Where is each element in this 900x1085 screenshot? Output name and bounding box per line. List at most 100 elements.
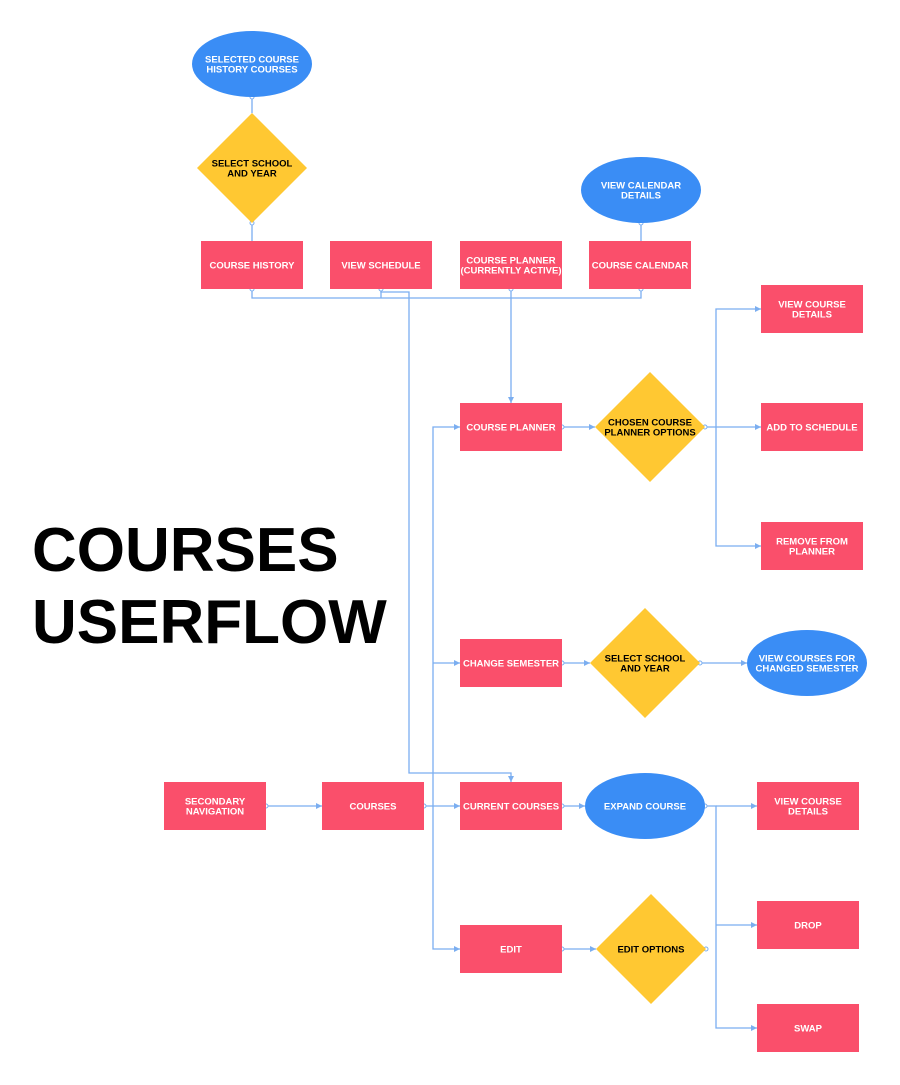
node-label: COURSE CALENDAR — [592, 261, 689, 272]
connector-arrow — [751, 803, 757, 809]
connector-arrow — [454, 803, 460, 809]
node-label: COURSES — [350, 802, 397, 813]
node-label: NAVIGATION — [186, 807, 244, 818]
node-label: EDIT — [500, 945, 522, 956]
node-shape — [460, 639, 562, 687]
node-shape — [197, 113, 307, 223]
node-change-semester: CHANGE SEMESTER — [460, 639, 562, 687]
connector-arrow — [751, 922, 757, 928]
conn-options-to-details — [715, 308, 761, 427]
node-label: ADD TO SCHEDULE — [766, 423, 857, 434]
connector-arrow — [755, 543, 761, 549]
node-expand-course: EXPAND COURSE — [585, 773, 705, 839]
node-swap: SWAP — [757, 1004, 859, 1052]
node-shape — [761, 285, 863, 333]
node-label: SELECT SCHOOL — [605, 654, 686, 665]
node-shape — [757, 901, 859, 949]
node-label: AND YEAR — [620, 664, 670, 675]
node-label: PLANNER OPTIONS — [604, 428, 695, 439]
node-label: SELECT SCHOOL — [212, 159, 293, 170]
node-label: COURSE PLANNER — [466, 256, 555, 267]
connector-arrow — [316, 803, 322, 809]
node-shape — [590, 608, 700, 718]
node-label: VIEW COURSE — [778, 300, 846, 311]
node-shape — [192, 31, 312, 97]
node-label: CURRENT COURSES — [463, 802, 559, 813]
node-current-courses: CURRENT COURSES — [460, 782, 562, 830]
node-edit-options: EDIT OPTIONS — [596, 894, 706, 1004]
connector-arrow — [454, 424, 460, 430]
node-label: CHANGED SEMESTER — [756, 664, 859, 675]
node-label: COURSE PLANNER — [466, 423, 555, 434]
node-shape — [460, 241, 562, 289]
node-shape — [581, 157, 701, 223]
node-label: SWAP — [794, 1024, 823, 1035]
node-shape — [201, 241, 303, 289]
conn-trunk-to-edit — [432, 806, 460, 950]
node-shape — [164, 782, 266, 830]
connector-arrow — [584, 660, 590, 666]
connector-arrow — [508, 776, 514, 782]
node-label: VIEW CALENDAR — [601, 181, 681, 192]
title-line-2: USERFLOW — [32, 588, 387, 657]
node-shape — [460, 925, 562, 973]
node-label: DETAILS — [621, 191, 661, 202]
node-label: SECONDARY — [185, 797, 246, 808]
node-label: SELECTED COURSE — [205, 55, 299, 66]
diagram-title: COURSES USERFLOW — [32, 515, 387, 659]
node-label: (CURRENTLY ACTIVE) — [461, 266, 562, 277]
node-shape — [757, 1004, 859, 1052]
node-drop: DROP — [757, 901, 859, 949]
connector-arrow — [755, 306, 761, 312]
node-shape — [589, 241, 691, 289]
node-label: EDIT OPTIONS — [617, 945, 684, 956]
node-course-planner: COURSE PLANNER — [460, 403, 562, 451]
node-shape — [761, 403, 863, 451]
connector-arrow — [579, 803, 585, 809]
node-shape — [757, 782, 859, 830]
node-label: DROP — [794, 921, 822, 932]
node-shape — [460, 782, 562, 830]
title-line-1: COURSES — [32, 516, 339, 585]
node-planner-active: COURSE PLANNER(CURRENTLY ACTIVE) — [460, 241, 562, 289]
node-label: VIEW COURSE — [774, 797, 842, 808]
node-shape — [330, 241, 432, 289]
connector-arrow — [590, 946, 596, 952]
node-label: DETAILS — [792, 310, 832, 321]
node-label: PLANNER — [789, 547, 835, 558]
node-shape — [761, 522, 863, 570]
connector-arrow — [741, 660, 747, 666]
node-view-schedule: VIEW SCHEDULE — [330, 241, 432, 289]
node-label: CHANGE SEMESTER — [463, 659, 559, 670]
node-label: REMOVE FROM — [776, 537, 848, 548]
node-shape — [585, 773, 705, 839]
connector-arrow — [454, 660, 460, 666]
node-label: VIEW SCHEDULE — [341, 261, 420, 272]
node-label: HISTORY COURSES — [206, 65, 297, 76]
node-courses: COURSES — [322, 782, 424, 830]
node-shape — [747, 630, 867, 696]
node-course-history: COURSE HISTORY — [201, 241, 303, 289]
node-label: EXPAND COURSE — [604, 802, 686, 813]
node-label: VIEW COURSES FOR — [759, 654, 856, 665]
node-shape — [595, 372, 705, 482]
conn-schedule-to-current — [380, 289, 512, 782]
conn-top-bus — [251, 289, 642, 299]
node-add-schedule: ADD TO SCHEDULE — [761, 403, 863, 451]
node-shape — [322, 782, 424, 830]
node-label: AND YEAR — [227, 169, 277, 180]
node-label: CHOSEN COURSE — [608, 418, 692, 429]
node-course-calendar: COURSE CALENDAR — [589, 241, 691, 289]
